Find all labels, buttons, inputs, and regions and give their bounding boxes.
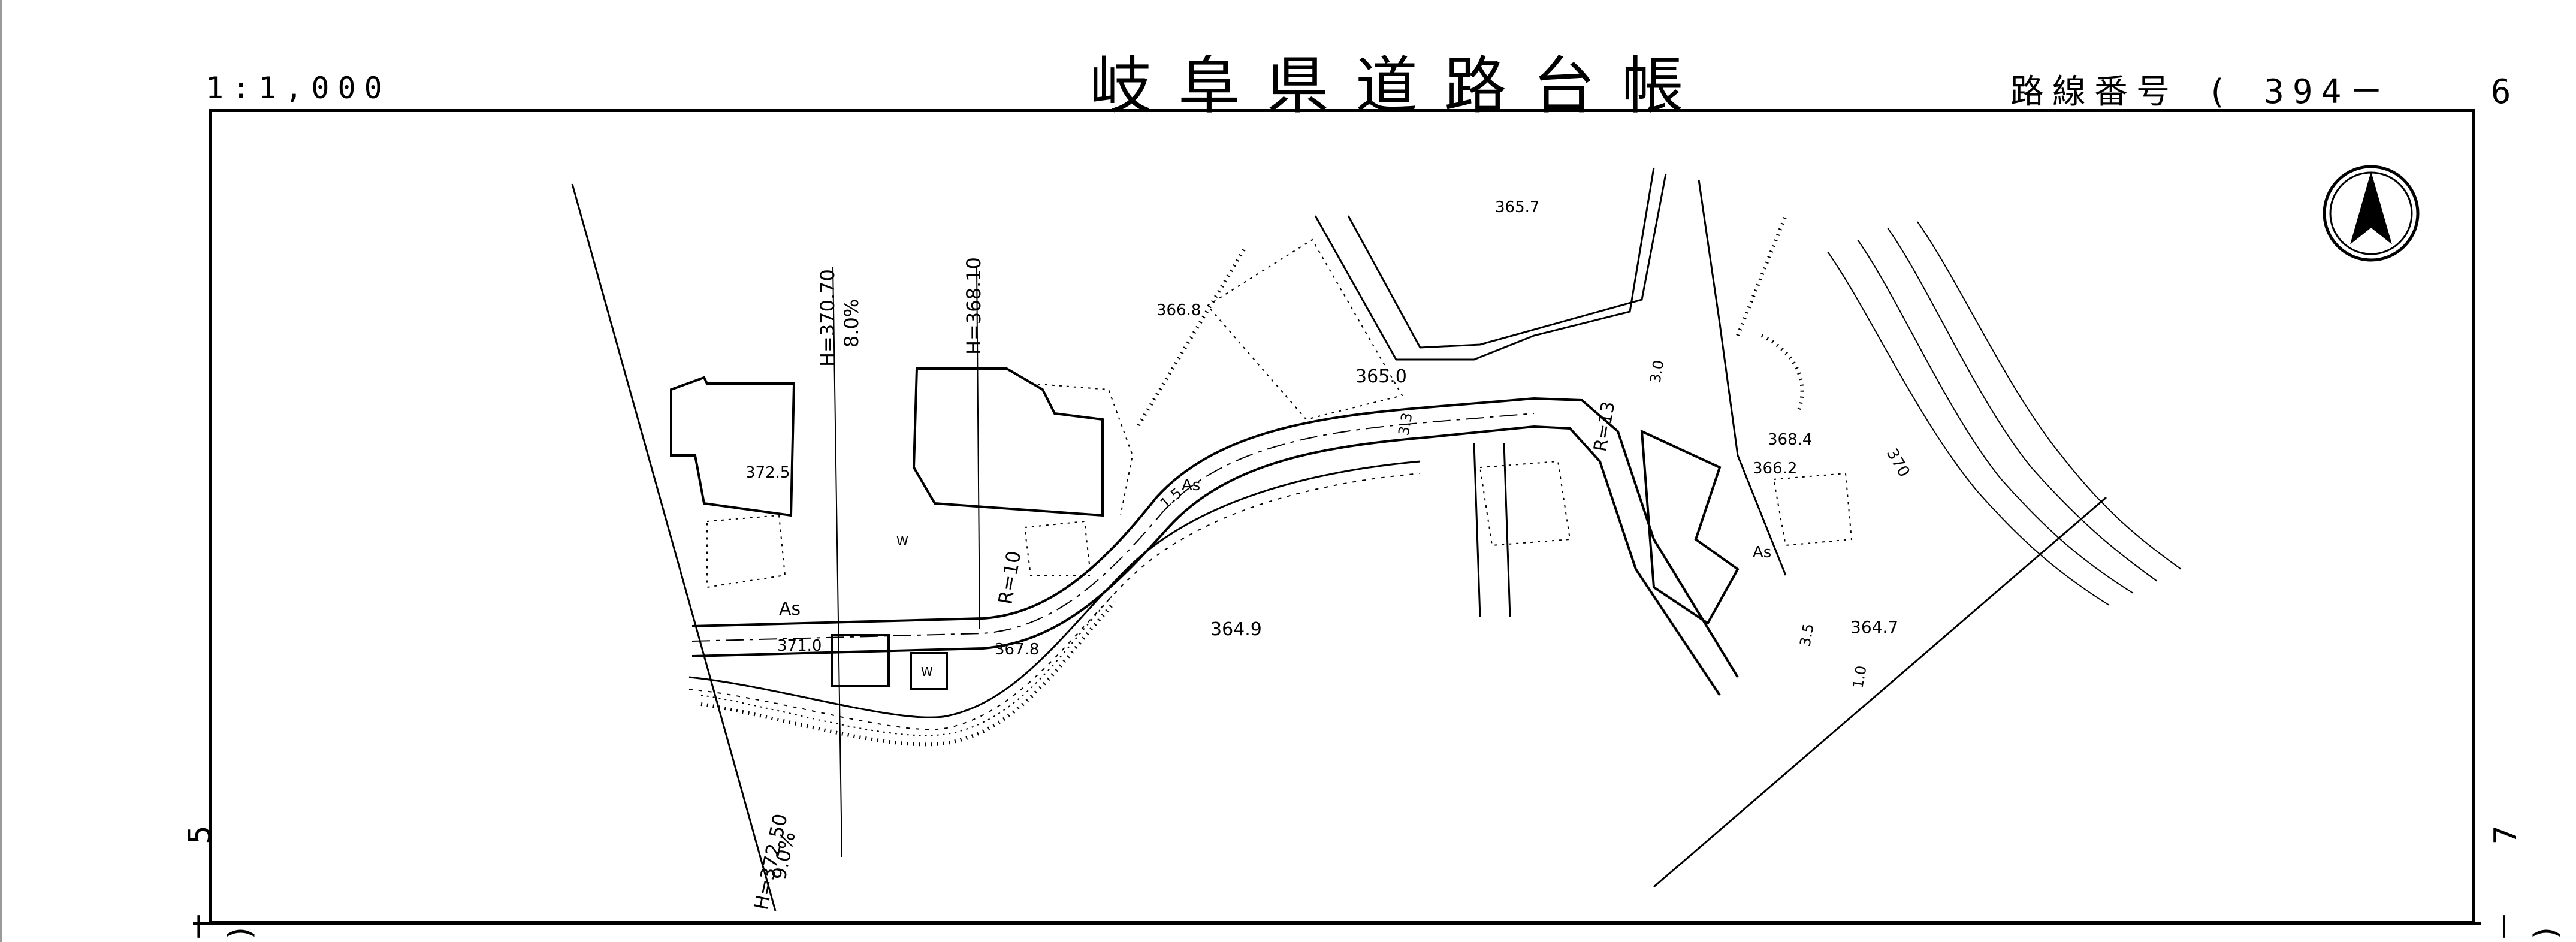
spot-height: 368.4 — [1768, 431, 1812, 449]
route-label-text: 路線番号 — [2010, 73, 2178, 111]
road-width: 1.5 — [1157, 485, 1185, 512]
route-sheet-value: 6 — [2490, 73, 2520, 111]
route-number-value: 394－ — [2264, 73, 2392, 111]
side-roads — [1314, 167, 1787, 618]
map-annotations: 365.7 366.8 365.0 372.5 364.9 371.0 367.… — [745, 198, 1913, 912]
spot-height: 367.8 — [995, 641, 1039, 659]
gradient-label: H=370.70 — [816, 269, 839, 367]
dotted-parcels — [706, 238, 1853, 588]
spot-height: 365.0 — [1355, 366, 1407, 387]
spot-height: 366.8 — [1156, 301, 1201, 319]
sheet-left-edge — [0, 0, 2, 942]
spot-height: 371.0 — [777, 637, 822, 655]
curve-radius: R=10 — [993, 549, 1025, 606]
road-width: 3.3 — [1395, 412, 1415, 437]
spot-height: 366.2 — [1753, 460, 1797, 478]
road-width: 1.0 — [1849, 665, 1870, 690]
scale-label: 1:1,000 — [206, 71, 391, 105]
spot-height: 372.5 — [745, 464, 790, 482]
spot-height: 364.7 — [1850, 617, 1898, 637]
boundary-lines — [571, 183, 2107, 911]
buildings — [670, 367, 1740, 690]
land-use-mark: W — [921, 665, 933, 679]
hachure-slopes — [700, 215, 1804, 747]
road-corridor — [688, 397, 1739, 730]
road-width: 3.5 — [1796, 623, 1817, 648]
curve-radius: R=13 — [1590, 400, 1619, 453]
frame-bottom-rule — [193, 922, 2481, 925]
surface-label: As — [1182, 476, 1200, 494]
route-number-label: 路線番号 ( 394－ 6 ) — [2010, 65, 2576, 113]
spot-height: 364.9 — [1210, 619, 1262, 640]
contour-lines — [1827, 221, 2182, 606]
spot-height: 365.7 — [1495, 198, 1539, 216]
gradient-label: 8.0% — [840, 299, 863, 348]
gradient-label: H=368.10 — [962, 257, 985, 355]
north-arrow — [2323, 165, 2420, 262]
road-width: 3.0 — [1647, 359, 1667, 384]
contour-value: 370 — [1883, 446, 1913, 481]
route-open-paren: ( — [2206, 73, 2236, 111]
surface-label: As — [779, 599, 801, 620]
surface-label: As — [1753, 544, 1771, 561]
land-use-mark: W — [896, 534, 908, 548]
